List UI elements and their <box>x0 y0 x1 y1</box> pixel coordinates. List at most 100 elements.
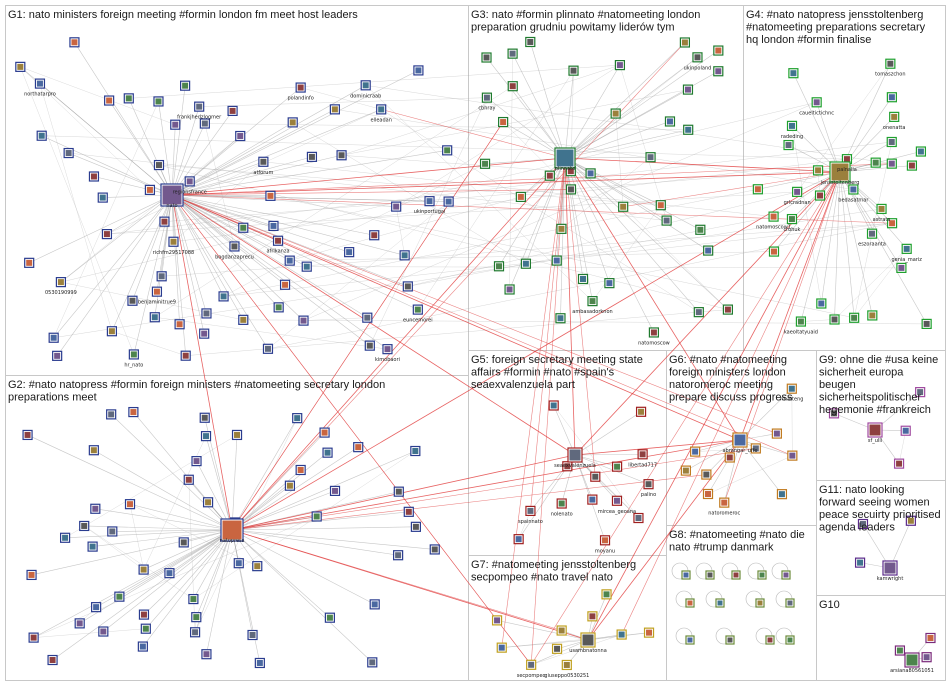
node-g5-3[interactable] <box>637 449 648 460</box>
node-g7-6[interactable] <box>491 615 503 626</box>
node-g1-28[interactable] <box>127 295 138 306</box>
node-g2-34[interactable] <box>295 464 306 476</box>
node-g2-18[interactable] <box>252 561 263 572</box>
node-g6-5[interactable] <box>690 446 701 457</box>
node-g10-2[interactable] <box>925 632 936 644</box>
node-g3-14[interactable] <box>614 60 626 71</box>
node-g6-7[interactable] <box>724 452 735 463</box>
node-g5-0[interactable] <box>525 505 536 517</box>
node-g1-29[interactable] <box>369 230 380 241</box>
node-g11-1[interactable] <box>905 515 916 526</box>
node-g1-23[interactable] <box>279 279 291 290</box>
node-g4-28[interactable] <box>896 262 907 274</box>
node-g2-23[interactable] <box>188 593 199 605</box>
node-g3-31[interactable] <box>695 224 706 235</box>
node-g2-46[interactable] <box>393 550 404 561</box>
node-g3-27[interactable] <box>661 215 672 226</box>
node-g3-17[interactable] <box>610 108 621 119</box>
node-g1-6[interactable] <box>360 80 371 91</box>
node-g5-5[interactable] <box>611 495 623 506</box>
node-g10-0[interactable] <box>894 645 906 656</box>
node-g7-4[interactable] <box>587 611 598 622</box>
node-g3-16[interactable] <box>520 258 531 269</box>
node-g9-0[interactable] <box>915 387 926 398</box>
node-g9-2[interactable] <box>828 408 840 419</box>
node-g3-6[interactable] <box>498 116 509 128</box>
node-g3-26[interactable] <box>679 37 691 48</box>
node-g1-55[interactable] <box>153 159 165 171</box>
node-g1-62[interactable] <box>156 271 167 282</box>
node-g1-58[interactable] <box>391 201 402 212</box>
node-g3-8[interactable] <box>556 223 567 234</box>
node-g3-7[interactable] <box>555 313 566 324</box>
node-g2-51[interactable] <box>191 456 202 467</box>
node-g5-2[interactable] <box>643 479 654 490</box>
node-g1-63[interactable] <box>268 220 279 232</box>
node-g3-21[interactable] <box>544 170 555 181</box>
node-g4-16[interactable] <box>829 314 840 325</box>
node-g2-43[interactable] <box>353 442 364 453</box>
node-g1-31[interactable] <box>52 350 63 361</box>
node-g2-2[interactable] <box>91 602 102 613</box>
node-g1-30[interactable] <box>273 302 284 313</box>
node-g6-10[interactable] <box>702 488 714 500</box>
node-g4-29[interactable] <box>886 218 898 229</box>
node-g3-34[interactable] <box>683 124 694 135</box>
node-g1-7[interactable] <box>168 236 179 247</box>
node-g10-1[interactable] <box>921 652 932 663</box>
node-g3-23[interactable] <box>682 84 694 95</box>
node-g3-10[interactable] <box>585 168 596 179</box>
node-g1-59[interactable] <box>24 257 35 268</box>
node-g1-44[interactable] <box>63 147 74 159</box>
node-g6-4[interactable] <box>750 443 761 454</box>
node-g1-66[interactable] <box>238 222 249 233</box>
node-g1-18[interactable] <box>413 65 424 76</box>
node-g3-22[interactable] <box>493 261 505 272</box>
node-g2-9[interactable] <box>284 480 296 491</box>
node-g1-60[interactable] <box>97 192 108 203</box>
node-g7-1[interactable] <box>526 659 537 670</box>
node-g1-51[interactable] <box>301 261 312 272</box>
node-g7-9[interactable] <box>556 625 567 636</box>
node-g2-8[interactable] <box>322 447 333 458</box>
node-g5-7[interactable] <box>548 400 559 411</box>
node-g3-25[interactable] <box>577 273 589 285</box>
node-g4-9[interactable] <box>795 316 807 327</box>
node-g1-27[interactable] <box>48 332 59 343</box>
hub-g2[interactable] <box>220 518 244 542</box>
node-g1-5[interactable] <box>144 184 156 195</box>
node-g1-53[interactable] <box>362 312 373 323</box>
node-g1-12[interactable] <box>412 304 423 315</box>
node-g2-20[interactable] <box>137 641 148 652</box>
node-g2-6[interactable] <box>90 503 101 514</box>
node-g4-27[interactable] <box>849 312 860 323</box>
node-g4-22[interactable] <box>867 310 878 321</box>
node-g8-12[interactable] <box>785 635 795 645</box>
node-g2-50[interactable] <box>140 623 151 634</box>
node-g8-7[interactable] <box>755 598 765 608</box>
node-g4-4[interactable] <box>876 203 887 215</box>
node-g1-17[interactable] <box>199 118 210 129</box>
node-g2-7[interactable] <box>26 569 37 581</box>
node-g2-44[interactable] <box>87 541 98 552</box>
node-g8-2[interactable] <box>731 570 741 580</box>
node-g4-10[interactable] <box>811 97 822 108</box>
node-g4-31[interactable] <box>812 165 824 176</box>
node-g1-11[interactable] <box>295 82 306 93</box>
node-g4-30[interactable] <box>915 146 927 157</box>
node-g1-13[interactable] <box>382 344 393 355</box>
node-g2-37[interactable] <box>367 657 378 668</box>
node-g2-41[interactable] <box>114 591 125 602</box>
node-g2-52[interactable] <box>319 427 330 438</box>
node-g1-22[interactable] <box>199 328 210 339</box>
node-g7-2[interactable] <box>496 642 507 653</box>
node-g4-18[interactable] <box>870 157 881 168</box>
node-g11-0[interactable] <box>854 557 866 568</box>
node-g6-2[interactable] <box>786 383 797 394</box>
node-g3-1[interactable] <box>703 245 714 256</box>
node-g5-9[interactable] <box>633 512 644 524</box>
hub-g6[interactable] <box>732 432 748 448</box>
node-g1-1[interactable] <box>258 156 269 167</box>
node-g3-32[interactable] <box>504 284 515 295</box>
node-g1-24[interactable] <box>149 312 160 323</box>
